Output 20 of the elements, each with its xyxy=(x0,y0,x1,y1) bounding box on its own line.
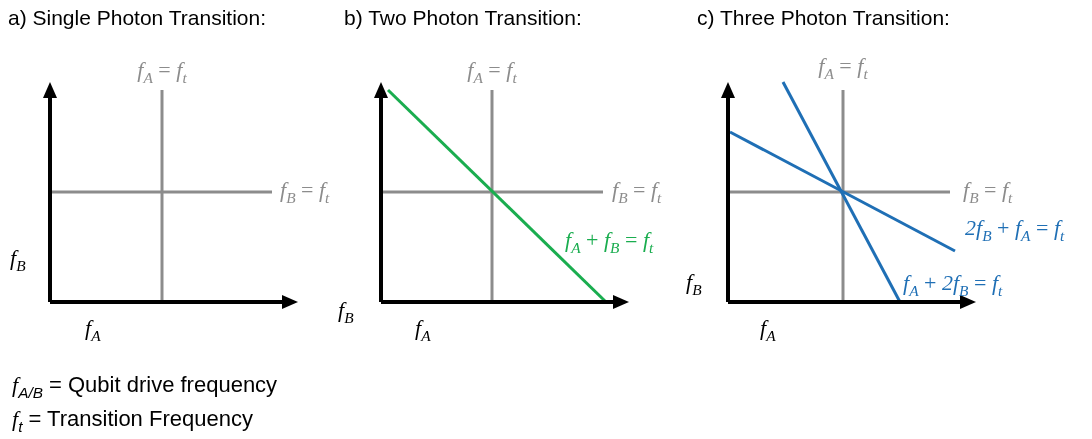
axis-label: f$_{A}$ xyxy=(415,315,431,345)
line-label: f$_{A}$ = f$_{t}$ xyxy=(467,57,517,87)
axis-label: f$_{A}$ xyxy=(85,315,101,345)
axis-label: f$_{A}$ xyxy=(760,315,776,345)
axis-label: f$_{B}$ xyxy=(338,297,354,327)
line-label: f$_{A}$ = f$_{t}$ xyxy=(137,57,187,87)
note-text: f$_{A/B}$ = Qubit drive frequency xyxy=(12,372,278,402)
line-label: f$_{A}$ + 2f$_{B}$ = f$_{t}$ xyxy=(903,270,1003,300)
line-label: f$_{B}$ = f$_{t}$ xyxy=(280,177,330,207)
panel-title: b) Two Photon Transition: xyxy=(344,6,582,30)
line-label: f$_{A}$ = f$_{t}$ xyxy=(818,53,868,83)
line-label: f$_{B}$ = f$_{t}$ xyxy=(612,177,662,207)
line-label: 2f$_{B}$ + f$_{A}$ = f$_{t}$ xyxy=(965,215,1065,245)
axis-label: f$_{B}$ xyxy=(10,245,26,275)
note-text: f$_{t}$ = Transition Frequency xyxy=(12,406,253,436)
panel-title: c) Three Photon Transition: xyxy=(697,6,950,30)
axis-label: f$_{B}$ xyxy=(686,269,702,299)
panel-title: a) Single Photon Transition: xyxy=(8,6,266,30)
line-label: f$_{B}$ = f$_{t}$ xyxy=(963,177,1013,207)
line-label: f$_{A}$ + f$_{B}$ = f$_{t}$ xyxy=(565,227,654,257)
